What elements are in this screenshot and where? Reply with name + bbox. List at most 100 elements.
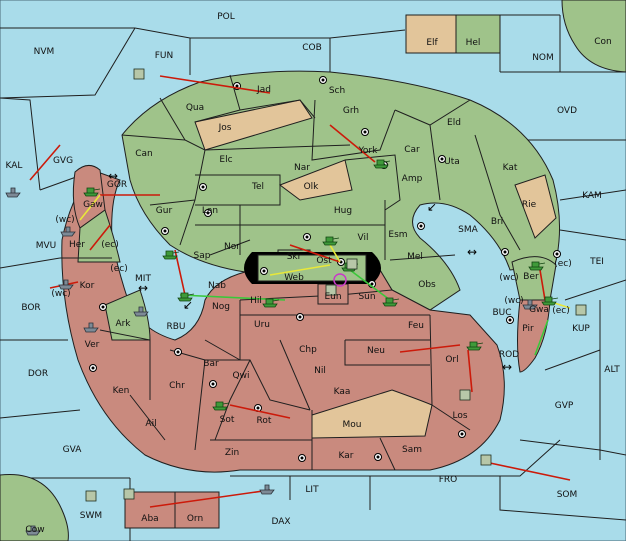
province-label-101: Orn <box>187 514 203 524</box>
province-label-91: Mou <box>343 420 362 430</box>
province-label-71: Uru <box>254 320 270 330</box>
province-label-68: (ec) <box>552 306 570 316</box>
dislodged-unit-3 <box>459 389 471 401</box>
units <box>5 68 587 536</box>
province-label-83: Chr <box>169 381 185 391</box>
province-label-39: Vil <box>358 233 369 243</box>
land-olk <box>278 159 353 201</box>
province-label-87: Los <box>452 411 467 421</box>
army-unit-8 <box>83 187 101 197</box>
fleet-unit-2 <box>58 279 74 290</box>
province-label-11: KAL <box>6 161 23 171</box>
province-label-2: FUN <box>155 51 174 61</box>
province-label-69: Pir <box>522 324 534 334</box>
land-elf <box>405 14 457 54</box>
province-label-21: Uta <box>444 157 460 167</box>
province-label-12: GVG <box>53 156 73 166</box>
province-label-89: Rot <box>257 416 272 426</box>
dislodged-unit-4 <box>480 454 492 466</box>
province-label-14: Jos <box>218 123 232 133</box>
province-label-3: COB <box>302 43 322 53</box>
province-label-60: BOR <box>21 303 40 313</box>
svg-text:↔: ↔ <box>138 281 148 295</box>
dislodged-unit-0 <box>133 68 145 80</box>
dislodged-unit-5 <box>85 490 97 502</box>
land-mou <box>311 389 433 439</box>
army-unit-6 <box>466 341 484 351</box>
dislodged-unit-6 <box>123 488 135 500</box>
province-label-62: (wc) <box>504 296 523 306</box>
province-label-57: Eun <box>324 292 341 302</box>
dislodged-unit-2 <box>575 304 587 316</box>
province-label-6: Elf <box>426 38 438 48</box>
province-label-28: KAM <box>582 191 602 201</box>
province-label-18: York <box>358 146 379 156</box>
supply-center-1 <box>319 76 327 84</box>
province-label-55: Obs <box>418 280 436 290</box>
province-label-67: BUC <box>492 308 511 318</box>
province-label-23: Nar <box>294 163 310 173</box>
fleet-unit-1 <box>60 226 76 237</box>
supply-center-11 <box>417 222 425 230</box>
supply-center-13 <box>553 250 561 258</box>
province-label-24: Amp <box>402 174 423 184</box>
province-label-29: Gaw <box>83 200 103 210</box>
army-unit-5 <box>382 297 400 307</box>
province-label-34: MVU <box>36 241 57 251</box>
land-rie <box>514 174 557 239</box>
land-her <box>77 209 121 263</box>
province-label-52: Ber <box>523 272 539 282</box>
province-label-80: Nil <box>314 366 326 376</box>
supply-center-23 <box>296 313 304 321</box>
province-label-37: SMA <box>458 225 478 235</box>
province-label-65: KUP <box>572 324 590 334</box>
province-label-63: Nog <box>212 302 230 312</box>
province-label-76: Orl <box>445 355 458 365</box>
province-label-86: GVP <box>555 401 574 411</box>
province-label-44: Sap <box>194 251 211 261</box>
army-unit-1 <box>177 292 195 302</box>
dislodged-unit-7 <box>325 284 337 296</box>
province-label-25: GOR <box>107 180 127 190</box>
province-borders <box>60 74 521 471</box>
supply-center-7 <box>303 233 311 241</box>
svg-text:↔: ↔ <box>502 360 512 374</box>
province-label-73: Ver <box>85 340 100 350</box>
province-label-70: Ark <box>115 319 131 329</box>
province-label-4: NOM <box>532 53 554 63</box>
supply-center-2 <box>361 128 369 136</box>
supply-center-16 <box>374 453 382 461</box>
army-unit-9 <box>528 261 546 271</box>
fleet-unit-7 <box>259 484 275 495</box>
province-label-97: SOM <box>557 490 578 500</box>
province-label-99: SWM <box>80 511 102 521</box>
sea-borders <box>0 14 626 541</box>
province-label-1: NVM <box>34 47 55 57</box>
province-label-0: POL <box>217 12 235 22</box>
province-label-75: Neu <box>367 346 385 356</box>
province-label-90: Ail <box>145 419 156 429</box>
province-label-30: Gur <box>156 206 173 216</box>
province-label-78: Bar <box>203 359 219 369</box>
fleet-unit-4 <box>133 306 149 317</box>
fleet-unit-0 <box>5 187 21 198</box>
province-label-58: Sun <box>358 292 375 302</box>
province-label-13: Qua <box>186 103 204 113</box>
province-label-47: (ec) <box>110 264 128 274</box>
province-label-49: (ec) <box>554 259 572 269</box>
province-label-93: Zin <box>225 448 239 458</box>
fleet-unit-6 <box>25 525 41 536</box>
svg-text:↙: ↙ <box>183 298 193 312</box>
supply-center-21 <box>174 348 182 356</box>
province-label-53: MIT <box>135 274 151 284</box>
land-orn <box>174 491 220 529</box>
province-label-42: Nor <box>224 242 240 252</box>
army-unit-7 <box>373 159 391 169</box>
land-ber <box>511 256 557 301</box>
province-label-94: Kar <box>339 451 354 461</box>
supply-center-17 <box>458 430 466 438</box>
province-label-103: Cow <box>25 525 44 535</box>
army-unit-0 <box>162 250 180 260</box>
province-label-40: Her <box>69 240 85 250</box>
